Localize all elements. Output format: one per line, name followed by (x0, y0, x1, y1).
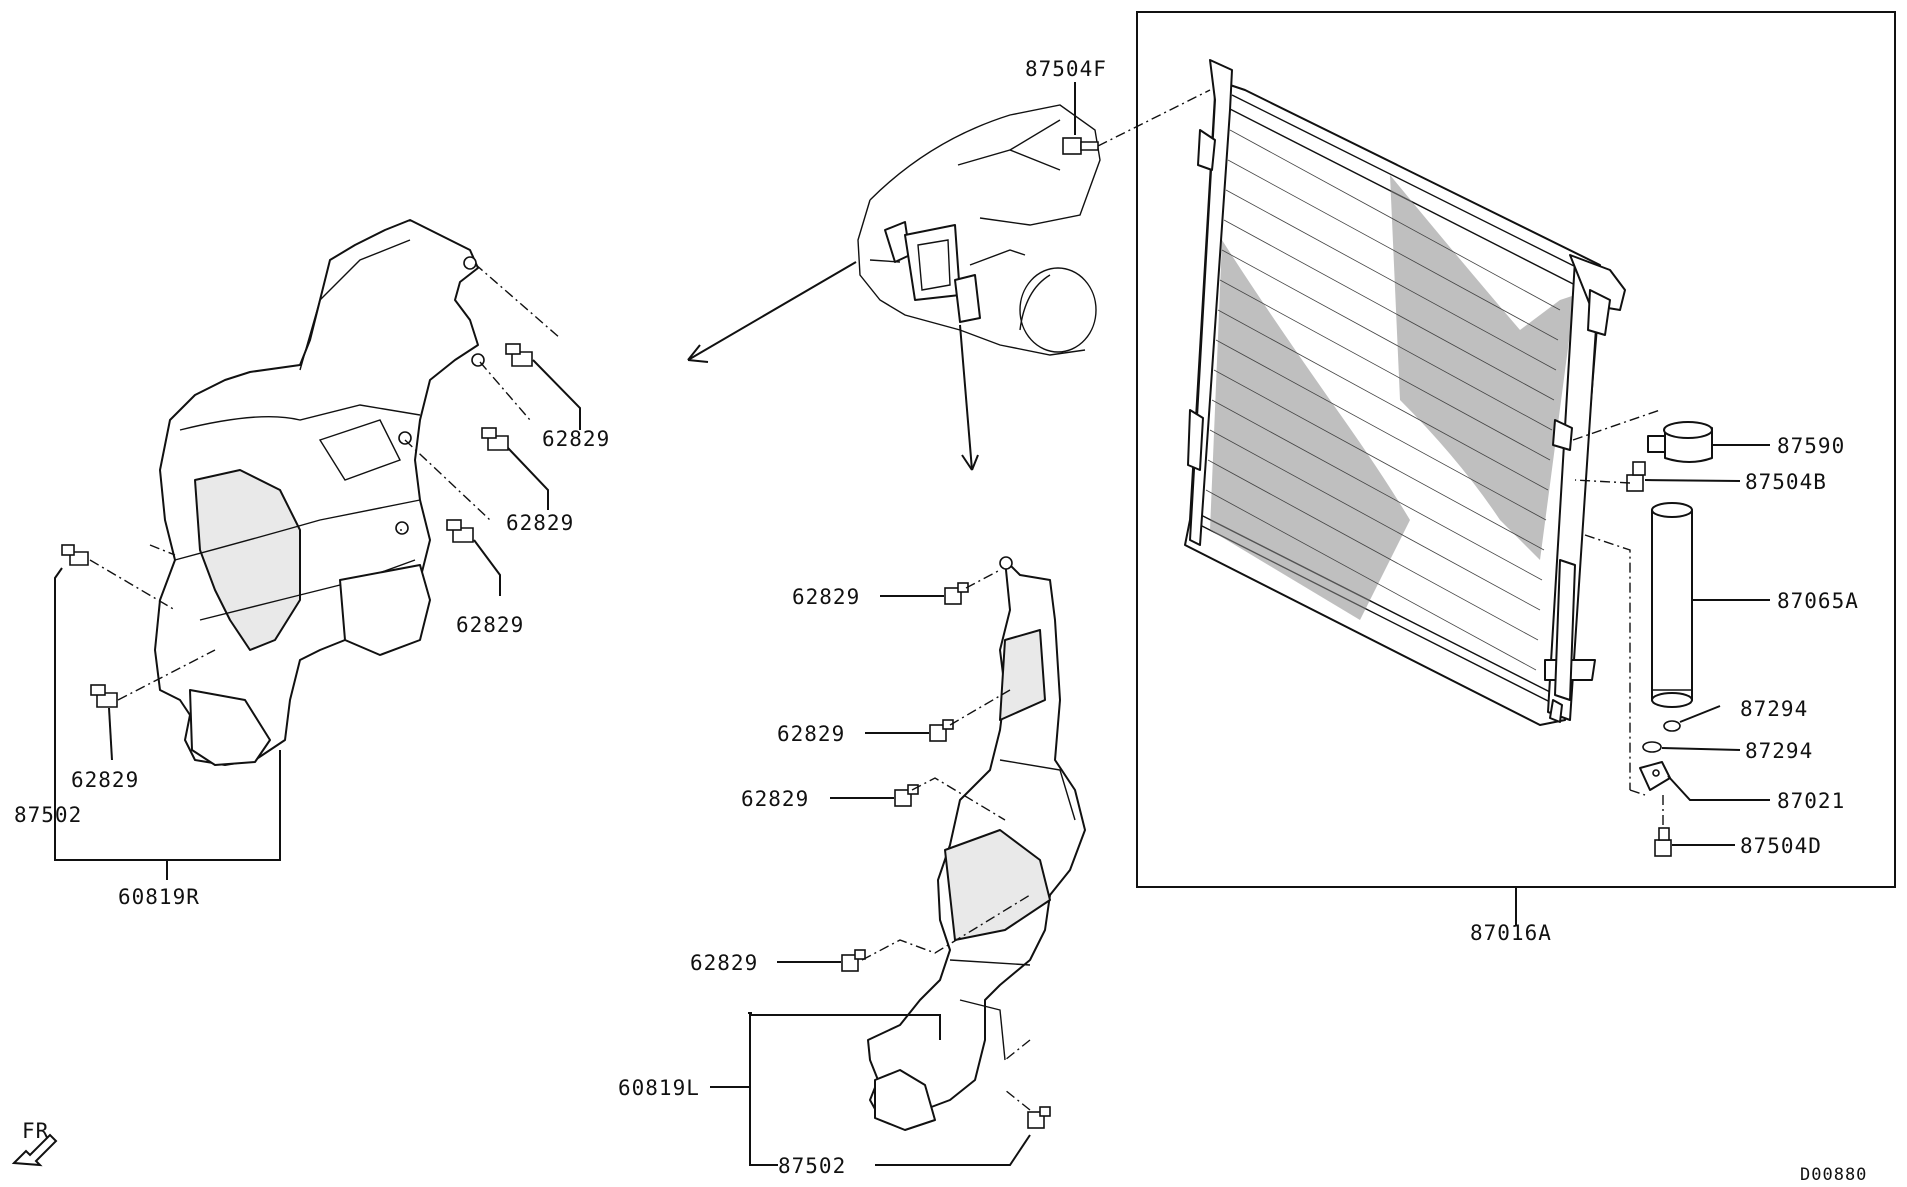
shroud-right-60819R (154, 219, 485, 766)
label-62829-b: 62829 (506, 511, 574, 535)
label-62829-c: 62829 (456, 613, 524, 637)
label-62829-d: 62829 (71, 768, 139, 792)
label-87294-b: 87294 (1745, 739, 1813, 763)
condenser-87016A (1184, 59, 1626, 726)
bolt-87504D-icon (1654, 827, 1672, 857)
diagram-code: D00880 (1800, 1165, 1867, 1185)
o-ring-87294-icon (1642, 720, 1681, 753)
label-60819L: 60819L (618, 1076, 700, 1100)
label-62829-a: 62829 (542, 427, 610, 451)
label-62829-m2: 62829 (777, 722, 845, 746)
label-62829-m3: 62829 (741, 787, 809, 811)
clip-62829-icon (841, 582, 1051, 1129)
clip-62829-icon (61, 343, 533, 708)
label-87502-mid: 87502 (778, 1154, 846, 1178)
label-87065A: 87065A (1777, 589, 1859, 613)
label-60819R: 60819R (118, 885, 200, 909)
bracket-87590-icon (1647, 421, 1713, 463)
label-87504F: 87504F (1025, 57, 1107, 81)
bolt-87504F-icon (1062, 137, 1099, 155)
label-fr: FR (22, 1119, 49, 1143)
label-87021: 87021 (1777, 789, 1845, 813)
label-87590: 87590 (1777, 434, 1845, 458)
label-62829-m1: 62829 (792, 585, 860, 609)
shroud-left-60819L (867, 556, 1086, 1131)
front-direction-arrow-icon (11, 1133, 58, 1167)
connector-87021-icon (1639, 761, 1671, 791)
bolt-87504B-icon (1626, 461, 1646, 492)
label-87294-a: 87294 (1740, 697, 1808, 721)
label-87502-left: 87502 (14, 803, 82, 827)
receiver-dryer-87065A-icon (1651, 502, 1693, 708)
label-87016A: 87016A (1470, 921, 1552, 945)
label-62829-m4: 62829 (690, 951, 758, 975)
label-87504B: 87504B (1745, 470, 1827, 494)
label-87504D: 87504D (1740, 834, 1822, 858)
vehicle-location-icon (857, 104, 1101, 356)
